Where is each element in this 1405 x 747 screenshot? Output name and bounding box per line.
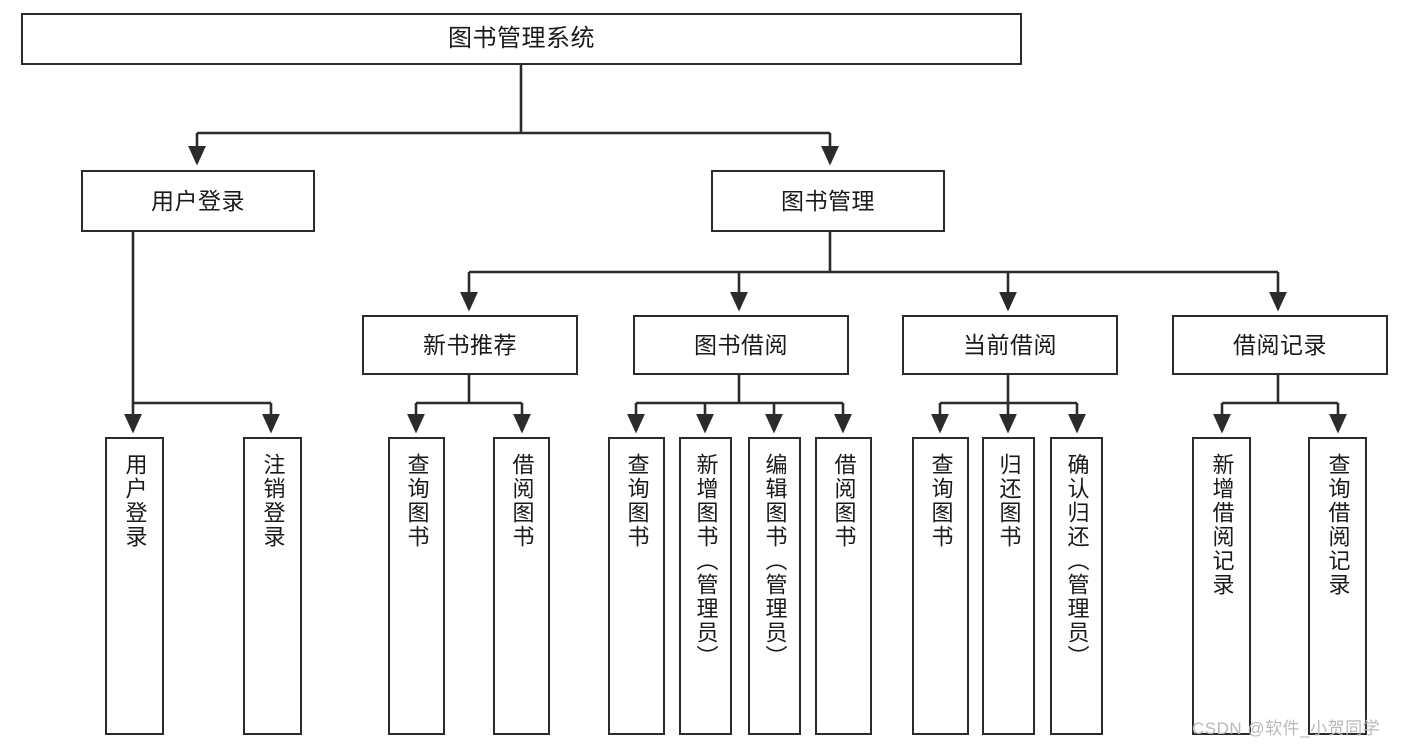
leaf-return-book[interactable]: 归还图书	[982, 437, 1035, 735]
leaf-query-book-3[interactable]: 查询图书	[912, 437, 969, 735]
leaf-user-login[interactable]: 用户登录	[105, 437, 164, 735]
node-new-book-recommend[interactable]: 新书推荐	[362, 315, 578, 375]
csdn-watermark: CSDN @软件_小贺同学	[1192, 719, 1381, 738]
leaf-add-book-admin[interactable]: 新增图书（管理员）	[679, 437, 732, 735]
node-label: 查询图书	[624, 453, 650, 549]
leaf-borrow-book-2[interactable]: 借阅图书	[815, 437, 872, 735]
node-label: 图书管理系统	[448, 25, 595, 53]
node-borrow-record[interactable]: 借阅记录	[1172, 315, 1388, 375]
node-label: 查询图书	[404, 453, 430, 549]
node-current-borrow[interactable]: 当前借阅	[902, 315, 1118, 375]
node-label: 查询借阅记录	[1325, 453, 1351, 597]
leaf-confirm-return-admin[interactable]: 确认归还（管理员）	[1050, 437, 1103, 735]
node-root-book-management-system[interactable]: 图书管理系统	[21, 13, 1022, 65]
node-label: 新增借阅记录	[1209, 453, 1235, 597]
leaf-query-book-1[interactable]: 查询图书	[388, 437, 445, 735]
node-label: 查询图书	[928, 453, 954, 549]
node-label: 用户登录	[151, 187, 245, 214]
leaf-user-logout[interactable]: 注销登录	[243, 437, 302, 735]
node-label: 新书推荐	[423, 331, 517, 358]
leaf-query-book-2[interactable]: 查询图书	[608, 437, 665, 735]
leaf-query-borrow-record[interactable]: 查询借阅记录	[1308, 437, 1367, 735]
node-book-borrow[interactable]: 图书借阅	[633, 315, 849, 375]
node-label: 编辑图书（管理员）	[762, 453, 788, 669]
leaf-edit-book-admin[interactable]: 编辑图书（管理员）	[748, 437, 801, 735]
node-label: 借阅图书	[831, 453, 857, 549]
node-label: 当前借阅	[963, 331, 1057, 358]
node-label: 确认归还（管理员）	[1064, 453, 1090, 669]
node-label: 图书借阅	[694, 331, 788, 358]
node-label: 注销登录	[260, 453, 286, 549]
node-label: 借阅图书	[509, 453, 535, 549]
node-label: 归还图书	[996, 453, 1022, 549]
node-user-login[interactable]: 用户登录	[81, 170, 315, 232]
node-label: 新增图书（管理员）	[693, 453, 719, 669]
leaf-add-borrow-record[interactable]: 新增借阅记录	[1192, 437, 1251, 735]
node-book-manage[interactable]: 图书管理	[711, 170, 945, 232]
node-label: 借阅记录	[1233, 331, 1327, 358]
node-label: 用户登录	[122, 453, 148, 549]
node-label: 图书管理	[781, 187, 875, 214]
leaf-borrow-book-1[interactable]: 借阅图书	[493, 437, 550, 735]
